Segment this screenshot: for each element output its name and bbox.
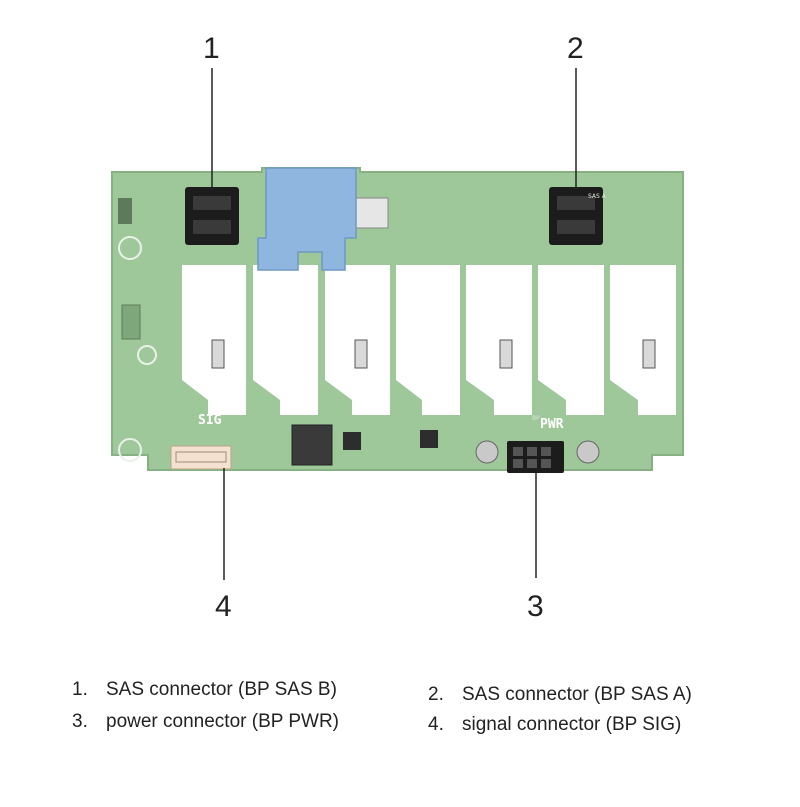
legend-text: power connector (BP PWR): [106, 711, 340, 732]
silkscreen-bp-label: BP: [532, 415, 540, 422]
legend-number: 1.: [72, 679, 88, 700]
callout-number-1: 1: [203, 32, 220, 65]
silkscreen-pwr-label: PWR: [540, 417, 564, 432]
backplane-board: SIG PWR BP SAS A: [111, 167, 684, 473]
signal-connector-bp-sig: [170, 445, 232, 470]
legend-number: 2.: [428, 684, 444, 705]
sas-connector-bp-sas-b: [185, 187, 239, 245]
silkscreen-sas-a-label: SAS A: [588, 193, 607, 200]
legend-text: SAS connector (BP SAS B): [106, 679, 337, 700]
callout-number-2: 2: [567, 32, 584, 65]
legend-item-4: 4. signal connector (BP SIG): [428, 714, 681, 736]
legend-item-3: 3. power connector (BP PWR): [72, 711, 339, 733]
legend-item-1: 1. SAS connector (BP SAS B): [72, 679, 337, 701]
legend-number: 3.: [72, 711, 88, 732]
callout-number-3: 3: [527, 590, 544, 623]
callout-number-4: 4: [215, 590, 232, 623]
power-connector-bp-pwr: [507, 441, 564, 473]
legend-number: 4.: [428, 714, 444, 735]
blue-latch-tab: [257, 167, 357, 271]
sas-connector-bp-sas-a: [549, 187, 603, 245]
legend-text: signal connector (BP SIG): [462, 714, 682, 735]
silkscreen-sig-label: SIG: [198, 413, 222, 428]
callout-leaders: [211, 68, 577, 580]
legend-text: SAS connector (BP SAS A): [462, 684, 692, 705]
legend-item-2: 2. SAS connector (BP SAS A): [428, 684, 692, 706]
